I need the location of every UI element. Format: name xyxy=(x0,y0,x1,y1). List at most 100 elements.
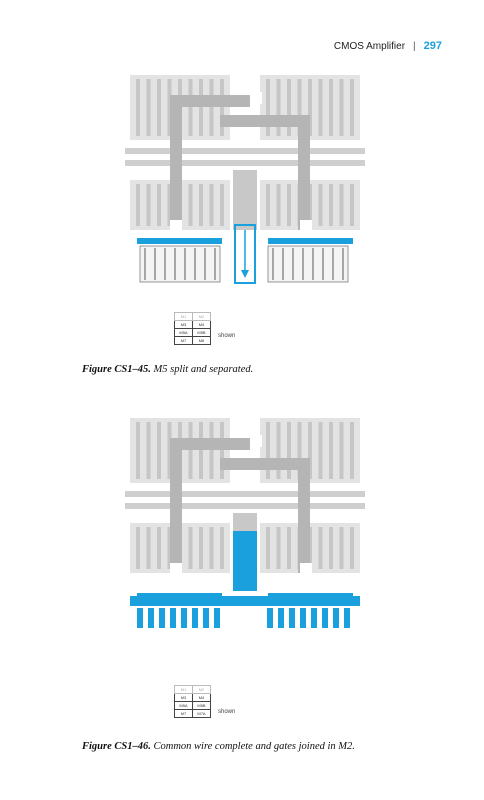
metal-route xyxy=(220,458,310,470)
finger-strip xyxy=(297,422,302,479)
finger-strip xyxy=(199,422,203,479)
blue-finger xyxy=(148,608,154,628)
blue-gate-bar xyxy=(137,593,222,597)
figure-caption-1: Figure CS1–45. M5 split and separated. xyxy=(82,364,253,375)
finger-strip xyxy=(220,527,224,569)
blue-gate-bus xyxy=(130,596,360,606)
blue-finger xyxy=(137,608,143,628)
finger-strip xyxy=(339,184,344,226)
contact-array xyxy=(250,92,262,104)
metal-route xyxy=(170,95,182,230)
finger-strip xyxy=(209,79,214,136)
layout-diagram-1 xyxy=(125,75,365,284)
blue-finger xyxy=(322,608,328,628)
arrow-head xyxy=(241,270,249,278)
finger-strip xyxy=(209,422,214,479)
legend-shown-label: shown xyxy=(218,709,236,715)
finger-strip xyxy=(339,527,344,569)
legend-cell: M8 xyxy=(192,336,211,345)
blue-wire-outline xyxy=(234,224,256,284)
legend-2: M1 M2 M3 M4 M5A M5B M7 M7A shown xyxy=(174,685,235,718)
blue-finger xyxy=(170,608,176,628)
contact-array xyxy=(300,220,312,232)
finger-strip xyxy=(157,527,161,569)
legend-cell: M5B xyxy=(192,328,211,337)
finger-strip xyxy=(157,422,161,479)
blue-finger xyxy=(333,608,339,628)
blue-finger xyxy=(267,608,273,628)
finger-strip xyxy=(287,422,291,479)
horizontal-rail xyxy=(125,503,365,509)
legend-row: M3 M4 xyxy=(174,320,211,329)
finger-strip xyxy=(220,79,224,136)
finger-strip xyxy=(220,184,224,226)
metal-route xyxy=(298,458,310,573)
legend-cell: M7A xyxy=(192,709,211,718)
legend-row: M1 M2 xyxy=(174,685,211,694)
finger-strip xyxy=(167,422,172,479)
blue-finger xyxy=(344,608,350,628)
legend-cell: M5A xyxy=(174,701,193,710)
finger-strip xyxy=(146,79,151,136)
finger-strip xyxy=(287,79,291,136)
page-number: 297 xyxy=(423,40,442,52)
finger-strip xyxy=(136,422,140,479)
legend-row: M7 M7A xyxy=(174,709,211,718)
metal-route xyxy=(233,170,257,230)
finger-strip xyxy=(266,527,270,569)
finger-strip xyxy=(167,79,172,136)
finger-strip xyxy=(308,422,312,479)
contact-array xyxy=(170,220,182,232)
legend-cell: M7 xyxy=(174,709,193,718)
blue-finger xyxy=(278,608,284,628)
legend-cell: M1 xyxy=(174,312,193,321)
legend-row: M7 M8 xyxy=(174,336,211,345)
blue-finger xyxy=(192,608,198,628)
finger-strip xyxy=(329,422,333,479)
output-block xyxy=(267,245,349,283)
finger-strip xyxy=(146,527,151,569)
finger-strip xyxy=(136,527,140,569)
finger-strip xyxy=(167,527,172,569)
finger-strip xyxy=(157,79,161,136)
horizontal-rail xyxy=(125,160,365,166)
blue-gate-bar xyxy=(268,238,353,244)
legend-shown-label: shown xyxy=(218,333,236,339)
legend-cell: M3 xyxy=(174,693,193,702)
finger-strip xyxy=(209,184,214,226)
finger-strip xyxy=(318,422,323,479)
legend-cell: M4 xyxy=(192,320,211,329)
blue-finger xyxy=(289,608,295,628)
caption-text: Common wire complete and gates joined in… xyxy=(153,741,355,752)
finger-strip xyxy=(199,184,203,226)
legend-row: M1 M2 xyxy=(174,312,211,321)
legend-table-1: M1 M2 M3 M4 M5A M5B M7 M8 xyxy=(174,312,211,345)
finger-strip xyxy=(308,79,312,136)
metal-route xyxy=(170,95,250,107)
legend-cell: M2 xyxy=(192,685,211,694)
legend-row: M5A M5B xyxy=(174,701,211,710)
finger-strip xyxy=(287,184,291,226)
metal-route xyxy=(298,115,310,230)
horizontal-rail xyxy=(125,491,365,497)
finger-strip xyxy=(350,422,354,479)
finger-strip xyxy=(199,527,203,569)
contact-array xyxy=(170,563,182,575)
blue-finger xyxy=(214,608,220,628)
finger-strip xyxy=(157,184,161,226)
finger-strip xyxy=(318,184,323,226)
blue-gate-bar xyxy=(137,238,222,244)
finger-strip xyxy=(318,527,323,569)
blue-finger xyxy=(181,608,187,628)
finger-strip xyxy=(188,79,193,136)
legend-cell: M2 xyxy=(192,312,211,321)
legend-table-2: M1 M2 M3 M4 M5A M5B M7 M7A xyxy=(174,685,211,718)
contact-array xyxy=(300,563,312,575)
finger-strip xyxy=(199,79,203,136)
finger-strip xyxy=(266,422,270,479)
finger-strip xyxy=(329,527,333,569)
blue-finger xyxy=(159,608,165,628)
legend-1: M1 M2 M3 M4 M5A M5B M7 M8 shown xyxy=(174,312,235,345)
finger-strip xyxy=(188,184,193,226)
finger-strip xyxy=(276,184,281,226)
